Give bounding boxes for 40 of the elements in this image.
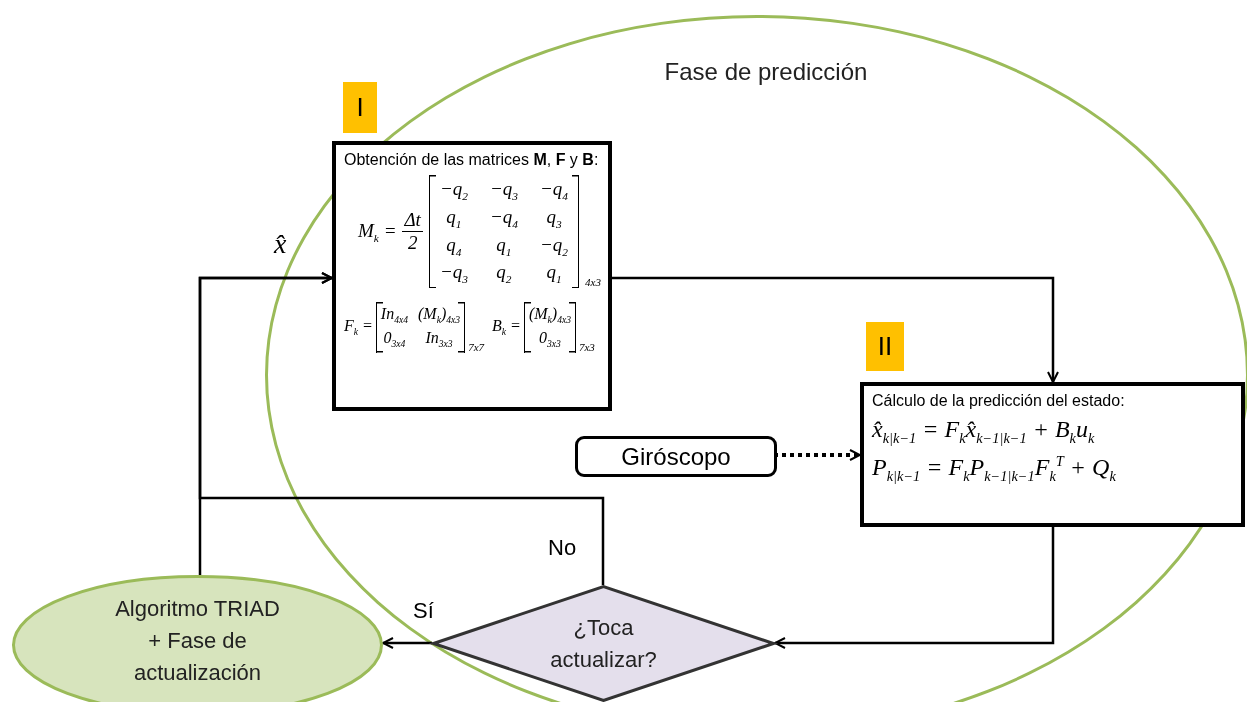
state-vector-label: x̂ <box>274 228 287 259</box>
fraction-denominator: 2 <box>407 232 418 255</box>
matrix-entry: q$_{1}$ <box>445 205 463 230</box>
matrix-entry: q$_{3}$ <box>545 205 563 230</box>
arrow <box>198 272 333 575</box>
arrow <box>774 527 1055 649</box>
matrix-entry: In$_{4x4}$ <box>380 305 409 326</box>
matrix-entry: −q$_{3}$ <box>439 261 468 286</box>
decision-text: ¿Toca actualizar? <box>549 613 658 674</box>
terminal-text: Algoritmo TRIAD + Fase de actualización <box>114 595 281 687</box>
matrix-entry: (M$_{k}$)$_{4x3}$ <box>528 305 571 326</box>
matrix-entry: q$_{1}$ <box>495 233 513 258</box>
arrow <box>382 637 432 649</box>
formula-text: M$_{k}$ = <box>358 219 397 244</box>
matrix-entry: −q$_{2}$ <box>439 178 468 202</box>
formula-text: B$_{k}$ = <box>492 317 521 338</box>
matrix-entry: −q$_{3}$ <box>489 178 518 202</box>
formula-text: F$_{k}$ = <box>344 317 373 338</box>
box-heading: Obtención de las matrices M, F y B: <box>344 151 600 169</box>
matrix-entry: −q$_{2}$ <box>539 233 568 258</box>
step-tag: I <box>343 82 377 133</box>
matrix-entry: −q$_{4}$ <box>489 205 518 230</box>
matrix-entry: In$_{3x3}$ <box>424 329 454 350</box>
matrix-entry: q$_{4}$ <box>445 233 463 258</box>
matrix-entry: 0$_{3x4}$ <box>382 329 407 350</box>
matrix-entry: (M$_{k}$)$_{4x3}$ <box>418 305 461 326</box>
box-heading: Cálculo de la predicción del estado: <box>872 392 1126 410</box>
input-label: Giróscopo <box>621 442 731 471</box>
matrix-entry: 0$_{3x3}$ <box>538 329 562 350</box>
phase-title: Fase de predicción <box>663 58 869 86</box>
matrix-size: 4x3 <box>585 276 601 289</box>
step-tag: II <box>866 322 904 371</box>
matrix-entry: q$_{2}$ <box>495 261 513 286</box>
matrix-entry: q$_{1}$ <box>545 261 563 286</box>
matrix-size: 7x3 <box>579 340 595 353</box>
matrix-entry: −q$_{4}$ <box>539 178 568 202</box>
arrow <box>612 276 1059 383</box>
input-box <box>575 436 777 477</box>
fraction-numerator: Δt <box>402 209 423 233</box>
matrix-size: 7x7 <box>468 340 485 353</box>
